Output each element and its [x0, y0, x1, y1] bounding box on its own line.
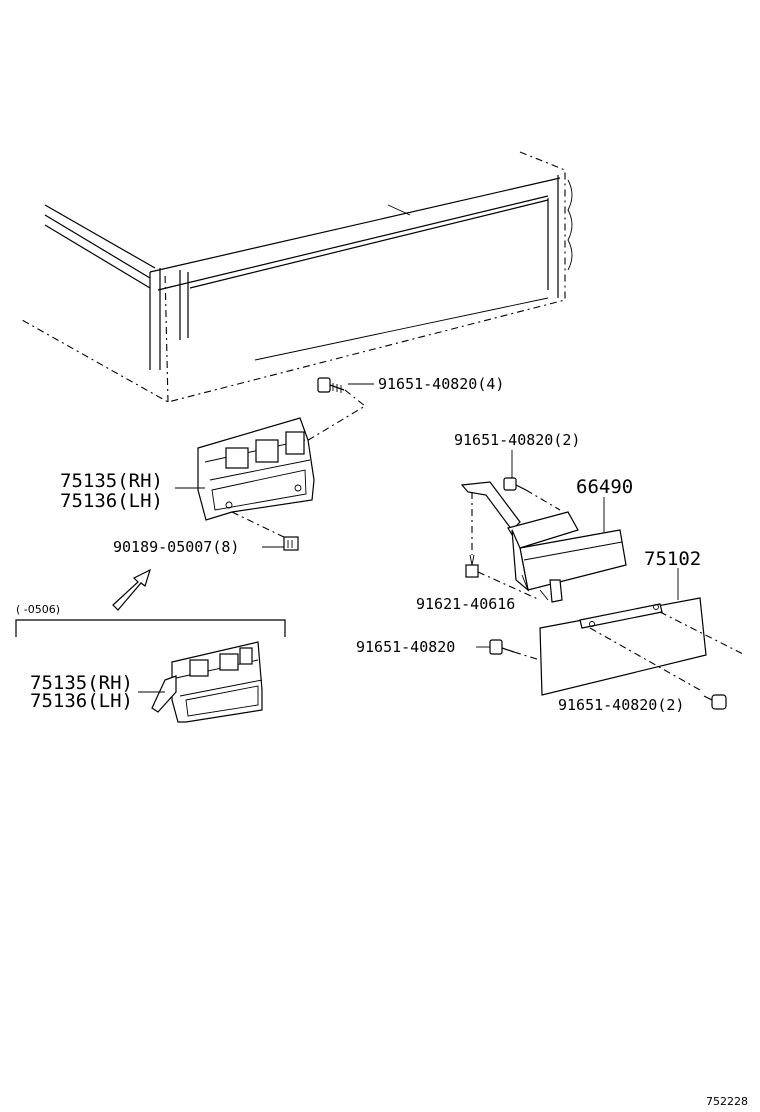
bolt-top-icon	[317, 377, 345, 393]
bolt-right-top-icon	[503, 477, 527, 491]
bolt-bottom-icon	[703, 694, 727, 710]
nut-icon	[283, 536, 299, 551]
label-bolt-mid: 91651-40820	[356, 638, 455, 656]
label-bracket-alt-lh: 75136(LH)	[30, 690, 133, 712]
diagram-id: 752228	[706, 1095, 748, 1108]
vehicle-body-outline	[21, 151, 573, 403]
direction-arrow-icon	[112, 568, 151, 611]
license-plate-bracket-main	[197, 417, 315, 521]
license-plate-bracket-alt	[151, 641, 263, 723]
label-range-note: ( -0506)	[16, 603, 60, 616]
bolt-mid-icon	[489, 639, 515, 655]
label-bolt-top: 91651-40820(4)	[378, 375, 504, 393]
label-bracket-rh: 75135(RH)	[60, 470, 163, 492]
label-nut: 90189-05007(8)	[113, 538, 239, 556]
label-bracket-lh: 75136(LH)	[60, 490, 163, 512]
clip-icon	[465, 554, 479, 578]
label-bracket-alt-rh: 75135(RH)	[30, 672, 133, 694]
label-bolt-bottom: 91651-40820(2)	[558, 696, 684, 714]
range-bracket-line	[15, 619, 286, 637]
license-lamp-assembly	[460, 481, 627, 603]
label-clip: 91621-40616	[416, 595, 515, 613]
label-bolt-right-top: 91651-40820(2)	[454, 431, 580, 449]
label-part-66490: 66490	[576, 476, 633, 498]
label-part-75102: 75102	[644, 548, 701, 570]
